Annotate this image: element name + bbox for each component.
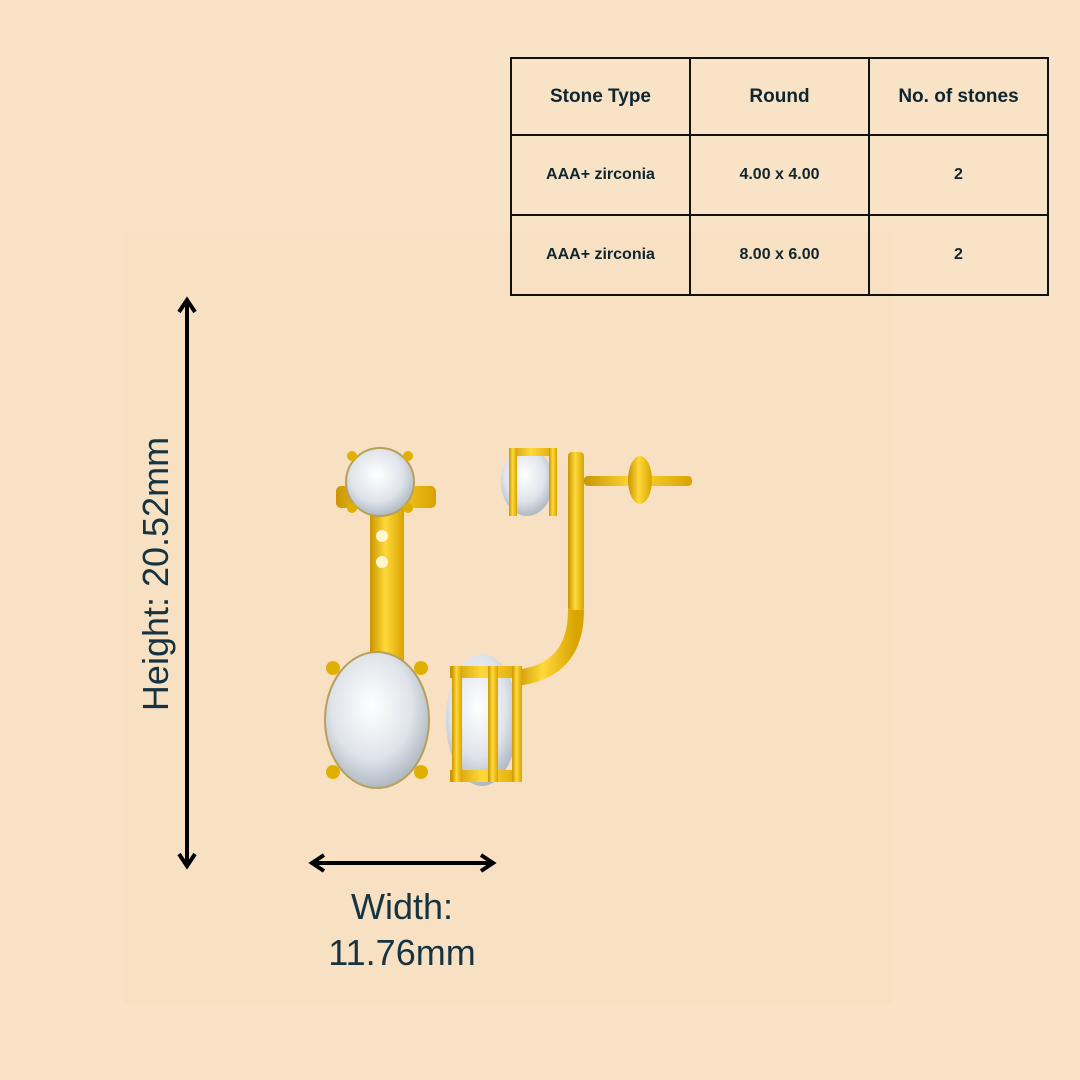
header-no-of-stones: No. of stones — [868, 57, 1049, 136]
product-photo-panel — [124, 232, 892, 1004]
cell-count: 2 — [868, 214, 1049, 296]
cell-stone-type: AAA+ zirconia — [510, 214, 691, 296]
front-earring — [324, 447, 436, 789]
cell-size: 8.00 x 6.00 — [689, 214, 870, 296]
table-row: AAA+ zirconia 4.00 x 4.00 2 — [510, 134, 1049, 216]
side-earring — [446, 448, 692, 786]
header-stone-type: Stone Type — [510, 57, 691, 136]
height-arrow — [177, 296, 197, 870]
table-header-row: Stone Type Round No. of stones — [510, 57, 1049, 136]
width-arrow — [308, 853, 497, 873]
height-label: Height: 20.52mm — [135, 436, 176, 712]
cell-count: 2 — [868, 134, 1049, 216]
cell-size: 4.00 x 4.00 — [689, 134, 870, 216]
table-row: AAA+ zirconia 8.00 x 6.00 2 — [510, 214, 1049, 296]
width-label: Width: 11.76mm — [300, 884, 504, 976]
cell-stone-type: AAA+ zirconia — [510, 134, 691, 216]
stone-spec-table: Stone Type Round No. of stones AAA+ zirc… — [510, 57, 1049, 296]
width-label-line2: 11.76mm — [328, 932, 476, 973]
header-round: Round — [689, 57, 870, 136]
width-label-line1: Width: — [350, 886, 454, 927]
